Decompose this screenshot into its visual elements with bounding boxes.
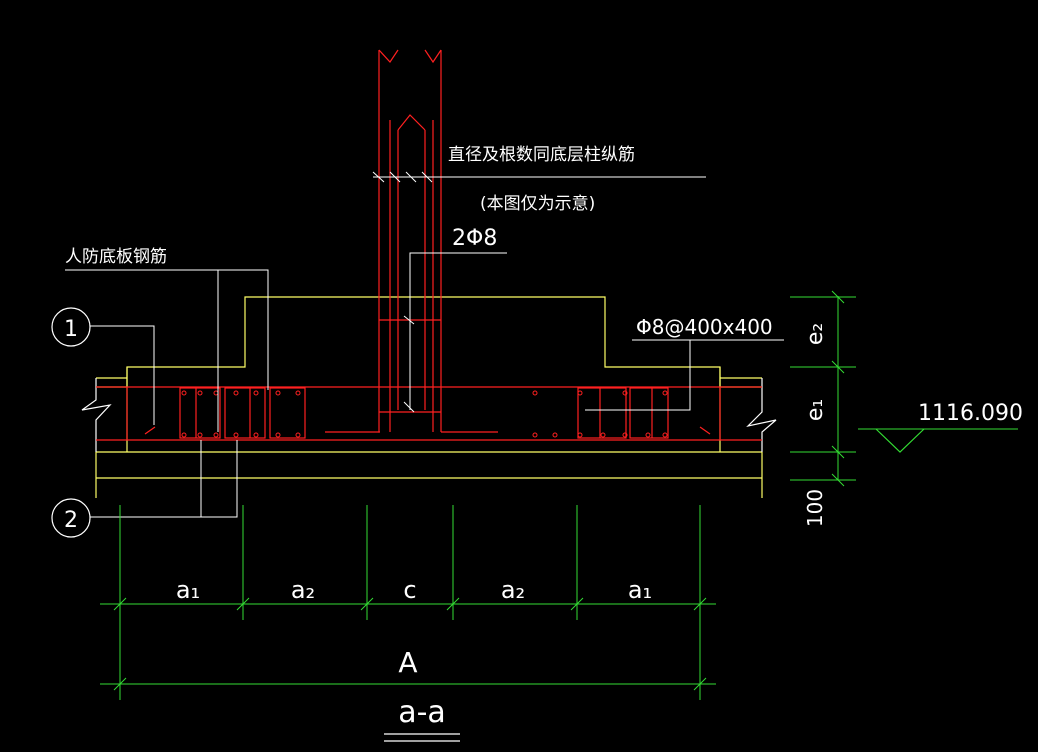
dim-thickness: 100 [803, 489, 827, 527]
note-schematic-only: (本图仅为示意) [480, 194, 595, 214]
dim-c: c [403, 576, 416, 604]
note-column-bars: 直径及根数同底层柱纵筋 [448, 145, 635, 165]
rebar-group [96, 49, 762, 441]
break-line-icon [81, 378, 777, 452]
dim-a2-left: a₂ [291, 576, 315, 604]
dim-a2-right: a₂ [501, 576, 525, 604]
rebar-dots [181, 390, 668, 438]
callout-circle-icon [51, 307, 91, 538]
dim-e1: e₁ [803, 399, 828, 421]
dimension-lines [100, 290, 1018, 700]
dim-e2: e₂ [803, 323, 828, 345]
dim-total: A [398, 646, 417, 679]
note-mesh-bars: Φ8@400x400 [636, 315, 773, 339]
callout-2: 2 [64, 508, 78, 533]
note-stirrup-bars: 2Φ8 [452, 226, 497, 251]
elevation-value: 1116.090 [918, 401, 1023, 426]
elevation-marker-icon [875, 428, 925, 453]
dim-a1-right: a₁ [628, 576, 652, 604]
section-underline [384, 733, 460, 742]
dim-a1-left: a₁ [176, 576, 200, 604]
note-civil-defense-slab: 人防底板钢筋 [65, 247, 167, 267]
callout-1: 1 [64, 317, 78, 342]
section-label: a-a [398, 695, 446, 730]
leader-lines [65, 171, 784, 518]
